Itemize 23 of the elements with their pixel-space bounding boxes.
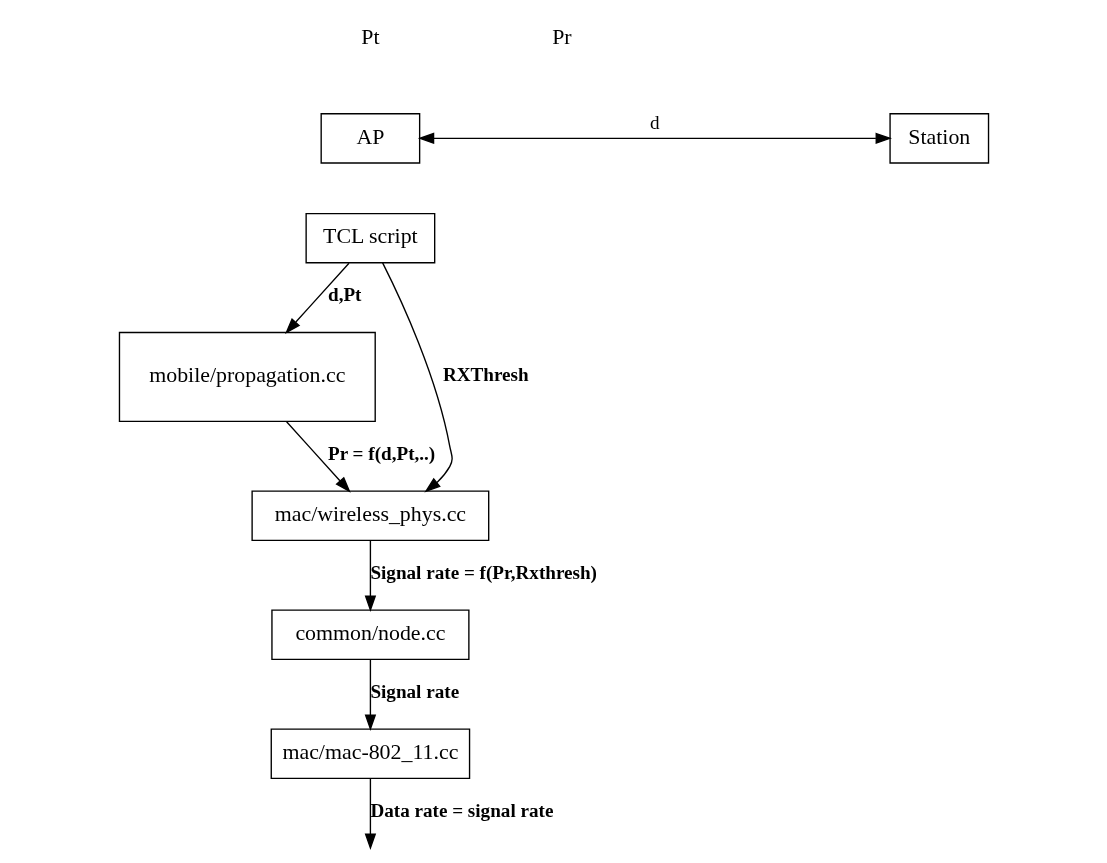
edge-label: d (649, 112, 660, 134)
edge-label: Signal rate = f(Pr,Rxthresh) (369, 561, 597, 583)
node-box: Station (888, 113, 989, 164)
edge-label: RXThresh (442, 363, 529, 385)
node-box: mobile/propagation.cc (118, 331, 376, 423)
arrow (364, 777, 376, 851)
arrow (417, 132, 892, 145)
node-box: mac/wireless_phys.cc (250, 490, 489, 542)
arrow (364, 658, 376, 731)
node-box: TCL script (304, 212, 435, 264)
edge-label: d,Pt (327, 284, 361, 306)
arrow (381, 262, 453, 493)
node-box: common/node.cc (270, 609, 470, 661)
edge-label: Pr = f(d,Pt,..) (327, 443, 435, 464)
node-box: AP (320, 113, 420, 164)
arrow (284, 262, 350, 334)
arrow (285, 421, 351, 493)
label: Pt (360, 24, 380, 49)
label: Pr (551, 24, 572, 49)
edge-label: Data rate = signal rate (369, 799, 553, 821)
edge-label: Signal rate (369, 680, 459, 702)
arrow (364, 540, 376, 612)
node-box: mac/mac-802_11.cc (270, 728, 470, 780)
